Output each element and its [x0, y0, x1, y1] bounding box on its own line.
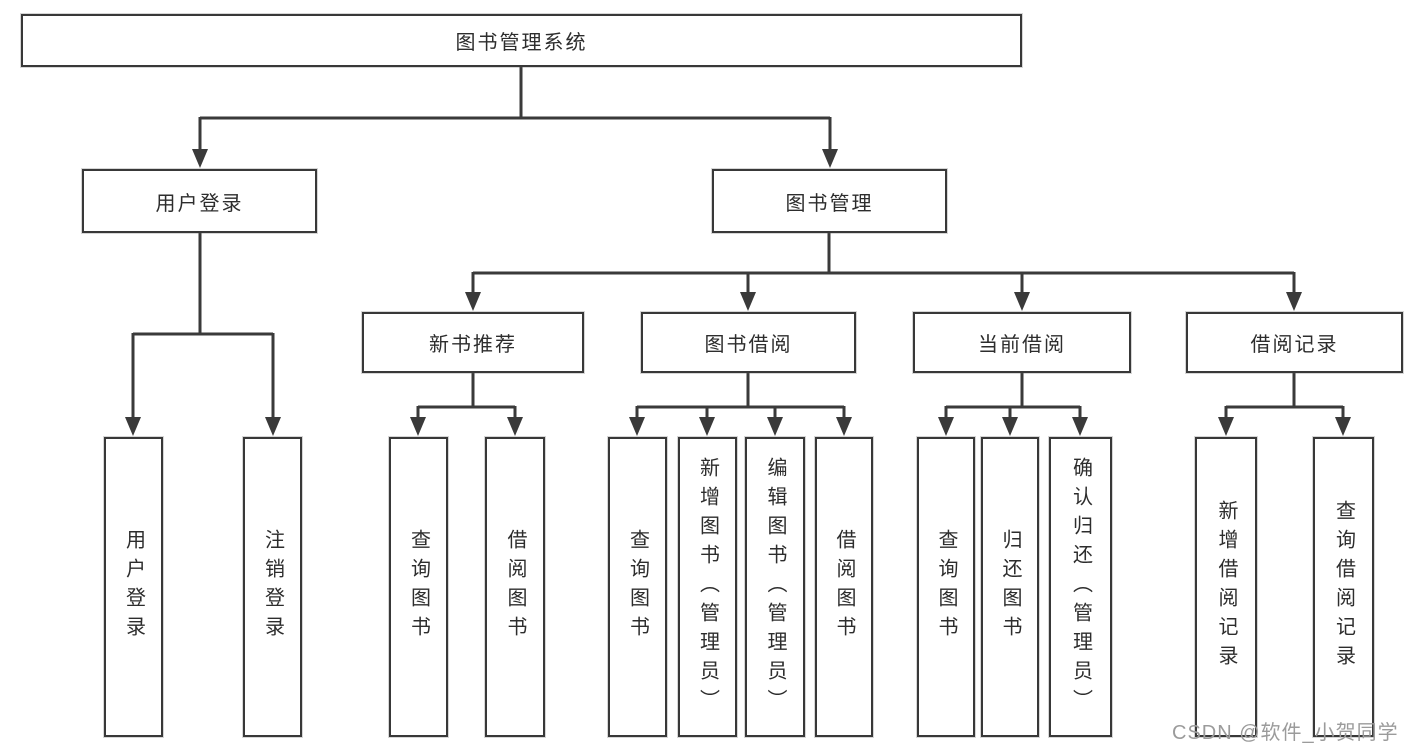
leaf-query-book-1: 查询图书 [389, 437, 448, 737]
leaf-borrow-book-1-label: 借阅图书 [504, 529, 526, 645]
node-root-label: 图书管理系统 [455, 32, 588, 54]
leaf-borrow-book-1: 借阅图书 [485, 437, 545, 737]
leaf-query-book-1-label: 查询图书 [407, 529, 430, 645]
node-borrow-records: 借阅记录 [1186, 312, 1403, 373]
node-user-login: 用户登录 [82, 169, 317, 233]
node-current-borrow-label: 当前借阅 [978, 334, 1066, 356]
arrowheads [125, 149, 1351, 436]
leaf-query-book-3: 查询图书 [917, 437, 975, 737]
node-book-management: 图书管理 [712, 169, 947, 233]
leaf-logout-login: 注销登录 [243, 437, 302, 737]
leaf-add-book-admin: 新增图书（管理员） [678, 437, 737, 737]
node-new-book-recommend: 新书推荐 [362, 312, 584, 373]
leaf-query-book-3-label: 查询图书 [935, 529, 957, 645]
leaf-return-book: 归还图书 [981, 437, 1039, 737]
node-borrow-records-label: 借阅记录 [1250, 334, 1339, 356]
leaf-return-book-label: 归还图书 [999, 529, 1021, 645]
leaf-user-login-label: 用户登录 [122, 529, 145, 645]
leaf-add-borrow-record-label: 新增借阅记录 [1215, 500, 1237, 674]
leaf-query-borrow-record: 查询借阅记录 [1313, 437, 1374, 737]
leaf-confirm-return-admin: 确认归还（管理员） [1049, 437, 1112, 737]
node-root: 图书管理系统 [21, 14, 1022, 67]
leaf-confirm-return-admin-label: 确认归还（管理员） [1069, 456, 1092, 718]
node-new-book-recommend-label: 新书推荐 [429, 334, 517, 356]
node-current-borrow: 当前借阅 [913, 312, 1131, 373]
leaf-borrow-book-2: 借阅图书 [815, 437, 873, 737]
node-book-borrow-label: 图书借阅 [704, 334, 793, 356]
leaf-query-book-2-label: 查询图书 [626, 529, 649, 645]
leaf-query-borrow-record-label: 查询借阅记录 [1332, 500, 1355, 674]
leaf-borrow-book-2-label: 借阅图书 [833, 529, 855, 645]
leaf-logout-login-label: 注销登录 [261, 529, 284, 645]
node-user-login-label: 用户登录 [155, 192, 244, 215]
node-book-management-label: 图书管理 [785, 192, 874, 215]
leaf-user-login: 用户登录 [104, 437, 163, 737]
leaf-edit-book-admin: 编辑图书（管理员） [745, 437, 805, 737]
leaf-query-book-2: 查询图书 [608, 437, 667, 737]
node-book-borrow: 图书借阅 [641, 312, 856, 373]
leaf-add-book-admin-label: 新增图书（管理员） [696, 456, 719, 718]
leaf-edit-book-admin-label: 编辑图书（管理员） [764, 456, 786, 718]
watermark: CSDN @软件_小贺同学 [1172, 722, 1399, 744]
leaf-add-borrow-record: 新增借阅记录 [1195, 437, 1257, 737]
